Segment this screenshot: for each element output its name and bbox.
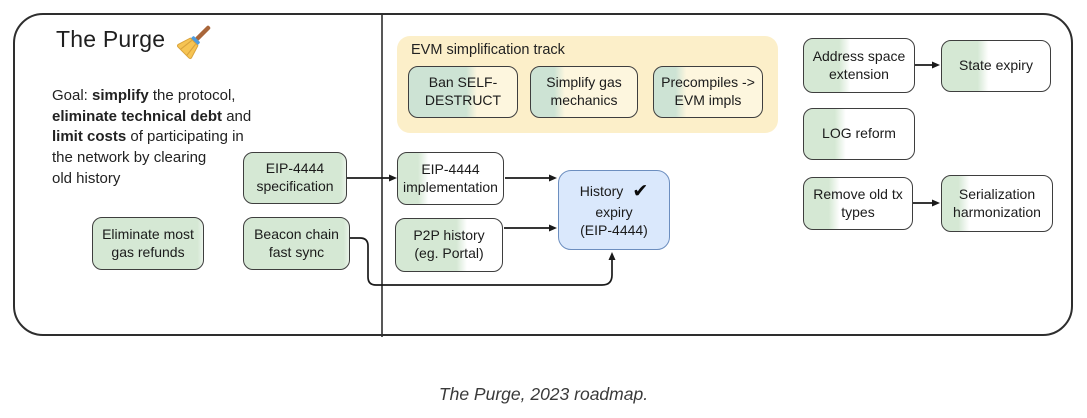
node-state-expiry: State expiry [941, 40, 1051, 92]
node-address-space-extension: Address space extension [803, 38, 915, 93]
evm-track-label: EVM simplification track [411, 42, 565, 58]
node-eip4444-specification: EIP-4444 specification [243, 152, 347, 204]
node-p2p-history: P2P history (eg. Portal) [395, 218, 503, 272]
node-history-expiry: History ✔ expiry (EIP-4444) [558, 170, 670, 250]
page-title: The Purge [56, 26, 166, 52]
node-simplify-gas-mechanics: Simplify gas mechanics [530, 66, 638, 118]
history-expiry-label: History [579, 183, 624, 200]
goal-text: Goal: simplify the protocol, eliminate t… [52, 87, 252, 187]
node-beacon-chain-fast-sync: Beacon chain fast sync [243, 217, 350, 270]
history-expiry-sublabel: expiry (EIP-4444) [580, 204, 648, 239]
checkmark-icon: ✔ [632, 180, 649, 202]
node-log-reform: LOG reform [803, 108, 915, 160]
node-precompiles-to-evm-impls: Precompiles -> EVM impls [653, 66, 763, 118]
node-remove-old-tx-types: Remove old tx types [803, 177, 913, 230]
node-serialization-harmonization: Serialization harmonization [941, 175, 1053, 232]
broom-icon [176, 25, 211, 60]
node-eip4444-implementation: EIP-4444 implementation [397, 152, 504, 205]
figure-caption: The Purge, 2023 roadmap. [438, 384, 649, 404]
node-eliminate-gas-refunds: Eliminate most gas refunds [92, 217, 204, 270]
node-ban-selfdestruct: Ban SELF- DESTRUCT [408, 66, 518, 118]
